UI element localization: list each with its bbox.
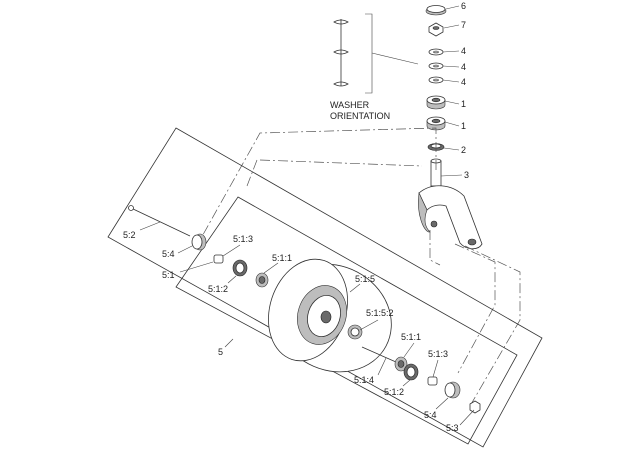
assembly-frames <box>107 127 543 448</box>
callout-5-1-5-2: 5:1:5:2 <box>366 308 394 318</box>
callout-5-1-1: 5:1:1 <box>401 332 421 342</box>
assembly-lines <box>199 127 521 407</box>
callout-2: 2 <box>461 145 466 155</box>
washer-orientation-detail: WASHER ORIENTATION <box>330 13 419 121</box>
callout-7: 7 <box>461 20 466 30</box>
callout-5-1-4: 5:1:4 <box>354 375 374 385</box>
callout-6: 6 <box>461 1 466 11</box>
callout-5-4: 5:4 <box>162 249 175 259</box>
callout-5-1-2: 5:1:2 <box>384 387 404 397</box>
callout-5-2: 5:2 <box>123 230 136 240</box>
callout-5-1-2: 5:1:2 <box>208 284 228 294</box>
caster-stack <box>418 5 483 250</box>
callout-5-1-5: 5:1:5 <box>355 274 375 284</box>
callout-5-3: 5:3 <box>446 423 459 433</box>
callout-5-1-3: 5:1:3 <box>428 349 448 359</box>
callouts: 6 7 4 4 4 1 1 2 3 5:2 5:4 5:1 5:1:3 5:1:… <box>123 1 469 433</box>
callout-1: 1 <box>461 99 466 109</box>
callout-4: 4 <box>461 77 466 87</box>
leader-lines <box>139 5 475 426</box>
washer-orientation-subtitle: ORIENTATION <box>330 111 390 121</box>
callout-1: 1 <box>461 121 466 131</box>
callout-5: 5 <box>218 347 223 357</box>
wheel-assembly <box>128 205 481 414</box>
callout-4: 4 <box>461 46 466 56</box>
callout-5-1-1: 5:1:1 <box>272 253 292 263</box>
callout-5-1: 5:1 <box>162 270 175 280</box>
callout-5-4: 5:4 <box>424 410 437 420</box>
callout-4: 4 <box>461 62 466 72</box>
washer-orientation-title: WASHER <box>330 100 370 110</box>
callout-3: 3 <box>464 170 469 180</box>
callout-5-1-3: 5:1:3 <box>233 234 253 244</box>
